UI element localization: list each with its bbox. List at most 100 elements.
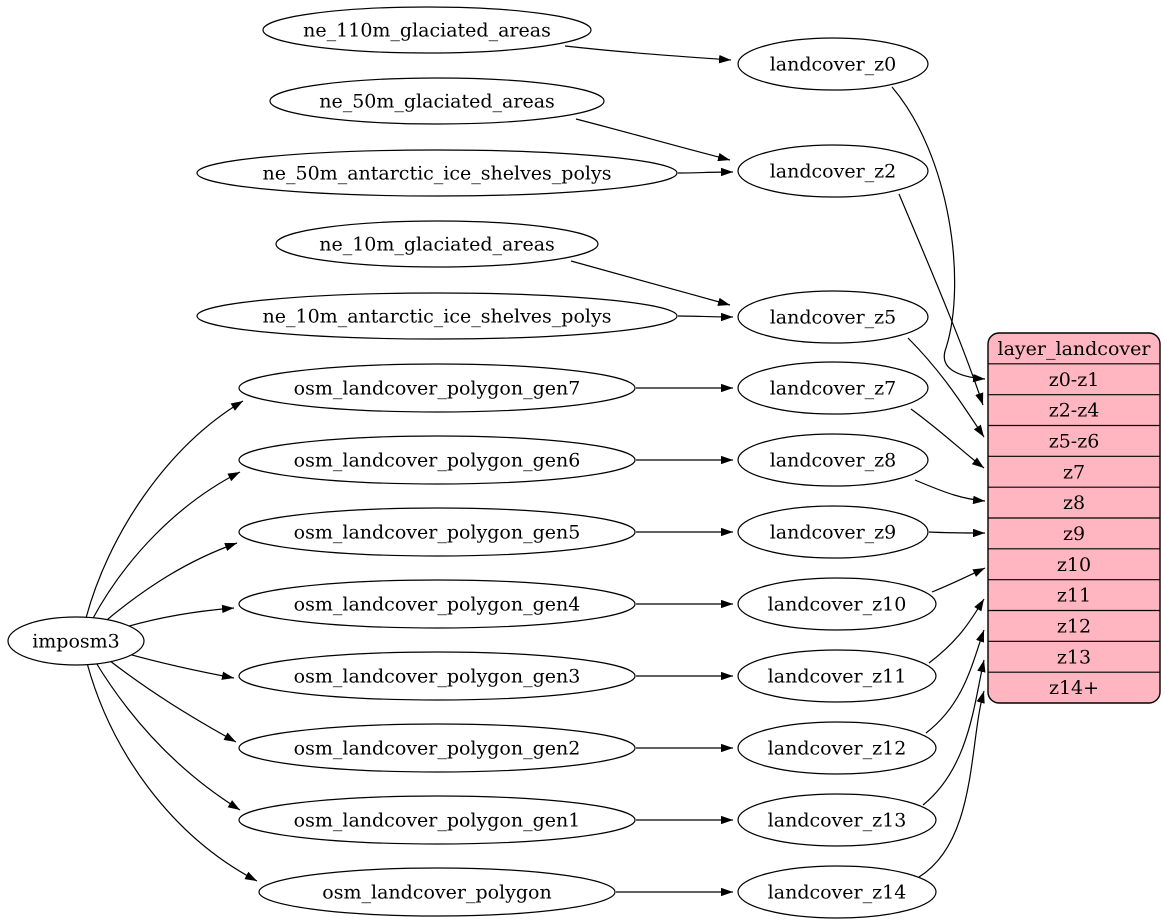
node-label-osm_landcover_polygon_gen2: osm_landcover_polygon_gen2: [294, 738, 581, 760]
table-title: layer_landcover: [998, 338, 1152, 360]
table-row-z13: z13: [1057, 646, 1091, 668]
edge-landcover_z12-to-layer_landcover-z12: [925, 629, 985, 734]
node-ellipse-osm_landcover_polygon_gen5: [238, 507, 636, 557]
table-row-z9: z9: [1063, 523, 1085, 545]
node-label-osm_landcover_polygon_gen7: osm_landcover_polygon_gen7: [294, 378, 581, 400]
node-ellipse-landcover_z0: [737, 37, 929, 91]
node-label-ne_50m_glaciated_areas: ne_50m_glaciated_areas: [319, 91, 555, 113]
node-ellipse-landcover_z10: [737, 577, 937, 631]
node-landcover_z9: landcover_z9: [737, 505, 929, 559]
node-ellipse-osm_landcover_polygon_gen2: [238, 723, 636, 773]
node-ellipse-landcover_z12: [737, 721, 937, 775]
node-label-landcover_z13: landcover_z13: [768, 810, 907, 832]
node-ellipse-osm_landcover_polygon: [258, 867, 616, 917]
edge-landcover_z9-to-layer_landcover-z9: [928, 528, 986, 538]
nodes-layer: imposm3 ne_110m_glaciated_areas ne_50m_gla…: [7, 6, 937, 919]
node-ellipse-landcover_z7: [737, 361, 929, 415]
node-landcover_z5: landcover_z5: [737, 290, 929, 344]
node-landcover_z11: landcover_z11: [737, 649, 937, 703]
node-osm_landcover_polygon: osm_landcover_polygon: [258, 867, 616, 917]
node-osm_landcover_polygon_gen2: osm_landcover_polygon_gen2: [238, 723, 636, 773]
edge-ne_110m_glaciated_areas-to-landcover_z0: [564, 45, 732, 64]
table-row-z0-z1: z0-z1: [1049, 369, 1100, 391]
table-row-z10: z10: [1057, 554, 1091, 576]
edges-layer: [85, 45, 986, 897]
node-imposm3: imposm3: [7, 616, 145, 666]
table-row-z11: z11: [1057, 585, 1091, 607]
node-ellipse-osm_landcover_polygon_gen1: [238, 795, 636, 845]
node-ne_50m_antarctic_ice_shelves_polys: ne_50m_antarctic_ice_shelves_polys: [196, 149, 678, 197]
node-label-landcover_z12: landcover_z12: [768, 738, 907, 760]
node-ellipse-landcover_z9: [737, 505, 929, 559]
node-ellipse-ne_110m_glaciated_areas: [262, 6, 592, 54]
edge-landcover_z10-to-layer_landcover-z10: [931, 567, 986, 593]
node-osm_landcover_polygon_gen7: osm_landcover_polygon_gen7: [238, 363, 636, 413]
node-label-osm_landcover_polygon_gen6: osm_landcover_polygon_gen6: [294, 450, 581, 472]
edge-imposm3-to-osm_landcover_polygon_gen7: [85, 400, 244, 619]
node-osm_landcover_polygon_gen6: osm_landcover_polygon_gen6: [238, 435, 636, 485]
edge-ne_50m_antarctic_ice_shelves_polys-to-landcover_z2: [677, 167, 734, 177]
node-label-landcover_z7: landcover_z7: [770, 378, 897, 400]
node-label-landcover_z0: landcover_z0: [770, 54, 897, 76]
node-landcover_z12: landcover_z12: [737, 721, 937, 775]
node-ne_10m_glaciated_areas: ne_10m_glaciated_areas: [275, 220, 599, 268]
node-label-ne_110m_glaciated_areas: ne_110m_glaciated_areas: [303, 20, 551, 42]
table-row-z2-z4: z2-z4: [1049, 400, 1100, 422]
node-landcover_z2: landcover_z2: [737, 144, 929, 198]
node-osm_landcover_polygon_gen5: osm_landcover_polygon_gen5: [238, 507, 636, 557]
node-ellipse-landcover_z11: [737, 649, 937, 703]
edge-imposm3-to-osm_landcover_polygon_gen1: [94, 660, 241, 811]
edge-landcover_z0-to-layer_landcover-z0-z1: [891, 86, 986, 383]
node-landcover_z13: landcover_z13: [737, 793, 937, 847]
node-label-ne_10m_glaciated_areas: ne_10m_glaciated_areas: [319, 234, 555, 256]
node-label-landcover_z8: landcover_z8: [770, 450, 897, 472]
edge-ne_10m_antarctic_ice_shelves_polys-to-landcover_z5: [677, 312, 734, 322]
node-ellipse-ne_10m_antarctic_ice_shelves_polys: [196, 292, 678, 340]
table-row-z5-z6: z5-z6: [1049, 430, 1100, 452]
table-row-z12: z12: [1057, 615, 1091, 637]
node-ellipse-osm_landcover_polygon_gen4: [238, 579, 636, 629]
node-ellipse-osm_landcover_polygon_gen3: [238, 651, 636, 701]
node-ne_10m_antarctic_ice_shelves_polys: ne_10m_antarctic_ice_shelves_polys: [196, 292, 678, 340]
edge-landcover_z11-to-layer_landcover-z11: [928, 598, 985, 664]
node-landcover_z8: landcover_z8: [737, 433, 929, 487]
edge-landcover_z14-to-layer_landcover-z14+: [918, 690, 985, 878]
node-label-osm_landcover_polygon: osm_landcover_polygon: [322, 882, 551, 904]
node-label-osm_landcover_polygon_gen5: osm_landcover_polygon_gen5: [294, 522, 581, 544]
node-osm_landcover_polygon_gen3: osm_landcover_polygon_gen3: [238, 651, 636, 701]
edge-landcover_z5-to-layer_landcover-z5-z6: [907, 337, 985, 438]
node-landcover_z10: landcover_z10: [737, 577, 937, 631]
node-ellipse-ne_10m_glaciated_areas: [275, 220, 599, 268]
table-row-z7: z7: [1063, 461, 1085, 483]
table-layer: layer_landcover z0-z1 z2-z4 z5-z6 z7 z8 z9 z10 z…: [987, 332, 1161, 704]
node-landcover_z14: landcover_z14: [737, 865, 937, 919]
edge-landcover_z7-to-layer_landcover-z7: [910, 408, 985, 469]
node-ellipse-imposm3: [7, 616, 145, 666]
node-label-landcover_z14: landcover_z14: [768, 882, 907, 904]
node-ellipse-landcover_z14: [737, 865, 937, 919]
node-ellipse-landcover_z2: [737, 144, 929, 198]
node-label-ne_50m_antarctic_ice_shelves_polys: ne_50m_antarctic_ice_shelves_polys: [263, 163, 612, 185]
node-ellipse-ne_50m_antarctic_ice_shelves_polys: [196, 149, 678, 197]
node-landcover_z7: landcover_z7: [737, 361, 929, 415]
edge-landcover_z8-to-layer_landcover-z8: [914, 479, 986, 505]
edge-imposm3-to-osm_landcover_polygon: [86, 662, 258, 882]
table-row-z8: z8: [1063, 492, 1085, 514]
node-landcover_z0: landcover_z0: [737, 37, 929, 91]
node-label-osm_landcover_polygon_gen3: osm_landcover_polygon_gen3: [294, 666, 581, 688]
table-layer_landcover: layer_landcover z0-z1 z2-z4 z5-z6 z7 z8 z9 z10 z…: [987, 332, 1161, 704]
node-ellipse-osm_landcover_polygon_gen7: [238, 363, 636, 413]
table-row-z14+: z14+: [1049, 677, 1099, 699]
node-ellipse-osm_landcover_polygon_gen6: [238, 435, 636, 485]
edge-ne_50m_glaciated_areas-to-landcover_z2: [575, 118, 731, 162]
edge-imposm3-to-osm_landcover_polygon_gen5: [101, 542, 238, 625]
node-osm_landcover_polygon_gen4: osm_landcover_polygon_gen4: [238, 579, 636, 629]
node-label-landcover_z2: landcover_z2: [770, 161, 897, 183]
node-label-landcover_z9: landcover_z9: [770, 522, 897, 544]
node-label-osm_landcover_polygon_gen1: osm_landcover_polygon_gen1: [294, 810, 581, 832]
edge-landcover_z2-to-layer_landcover-z2-z4: [898, 193, 984, 406]
node-ne_110m_glaciated_areas: ne_110m_glaciated_areas: [262, 6, 592, 54]
node-label-landcover_z5: landcover_z5: [770, 307, 897, 329]
node-ellipse-landcover_z8: [737, 433, 929, 487]
